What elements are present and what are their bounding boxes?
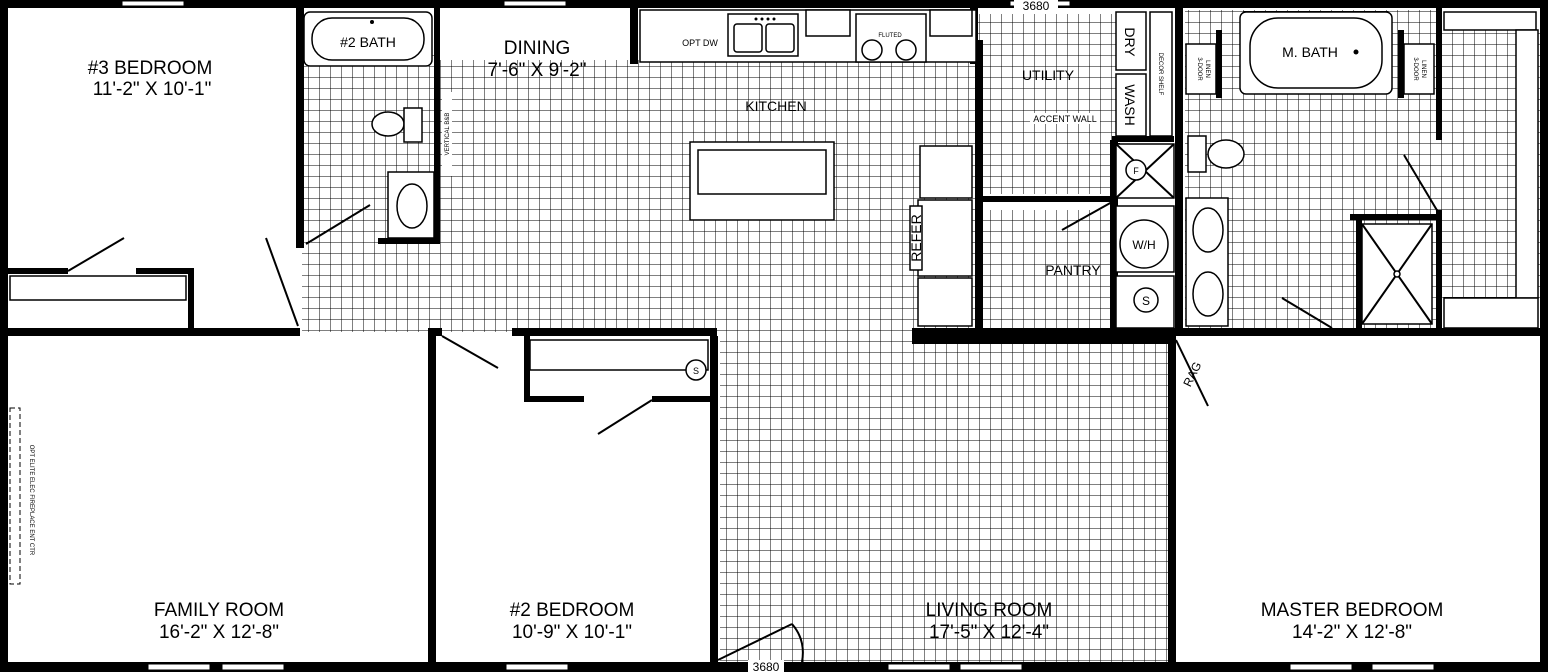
linen-left-line2: LINEN	[1204, 60, 1210, 78]
kitchen-name: KITCHEN	[745, 98, 806, 114]
linen-right-line2: LINEN	[1420, 60, 1426, 78]
bedroom3-size: 11'-2" X 10'-1"	[93, 79, 212, 100]
dining-size: 7'-6" X 9'-2"	[488, 60, 587, 81]
linen-left-line1: 3-DOOR	[1196, 57, 1202, 81]
master-bath-name: M. BATH	[1282, 44, 1338, 60]
bedroom2-size: 10'-9" X 10'-1"	[512, 622, 632, 643]
accent-wall-label: ACCENT WALL	[1033, 114, 1097, 124]
vertical-bb-label: VERTICAL B&B	[445, 113, 451, 156]
rag-label: RAG	[1180, 359, 1204, 389]
linen-right-line1: 3-DOOR	[1412, 57, 1418, 81]
bedroom3-name: #3 BEDROOM	[88, 58, 213, 79]
furnace-label: F	[1133, 166, 1139, 176]
opt-dw-label: OPT DW	[682, 38, 718, 48]
bath2-name: #2 BATH	[340, 34, 396, 50]
washer-label: WASH	[1122, 84, 1138, 125]
water-heater-label: W/H	[1132, 238, 1155, 252]
fluted-label: FLUTED	[878, 33, 902, 39]
master-bedroom-name: MASTER BEDROOM	[1261, 600, 1444, 621]
labels: #3 BEDROOM 11'-2" X 10'-1" #2 BATH DININ…	[28, 0, 1443, 672]
living-size: 17'-5" X 12'-4"	[929, 622, 1049, 643]
refer-label: REFER	[908, 214, 924, 261]
pantry-name: PANTRY	[1045, 262, 1101, 278]
shelf-s-utility: S	[1142, 294, 1150, 308]
family-name: FAMILY ROOM	[154, 600, 284, 621]
shelf-s-bedroom2: S	[693, 366, 699, 376]
doors	[67, 154, 1439, 663]
family-size: 16'-2" X 12'-8"	[159, 622, 279, 643]
bedroom2-name: #2 BEDROOM	[510, 600, 635, 621]
master-bedroom-size: 14'-2" X 12'-8"	[1292, 622, 1412, 643]
door-size-top: 3680	[1023, 0, 1050, 13]
fixtures	[9, 9, 1539, 585]
dining-name: DINING	[504, 38, 571, 59]
living-name: LIVING ROOM	[926, 600, 1053, 621]
decor-shelf-label: DECOR SHELF	[1157, 53, 1163, 96]
door-size-bottom: 3680	[753, 660, 780, 672]
fireplace-label: OPT ELITE ELEC FIREPLACE ENT CTR	[28, 445, 34, 556]
utility-name: UTILITY	[1022, 67, 1075, 83]
dryer-label: DRY	[1122, 27, 1138, 57]
